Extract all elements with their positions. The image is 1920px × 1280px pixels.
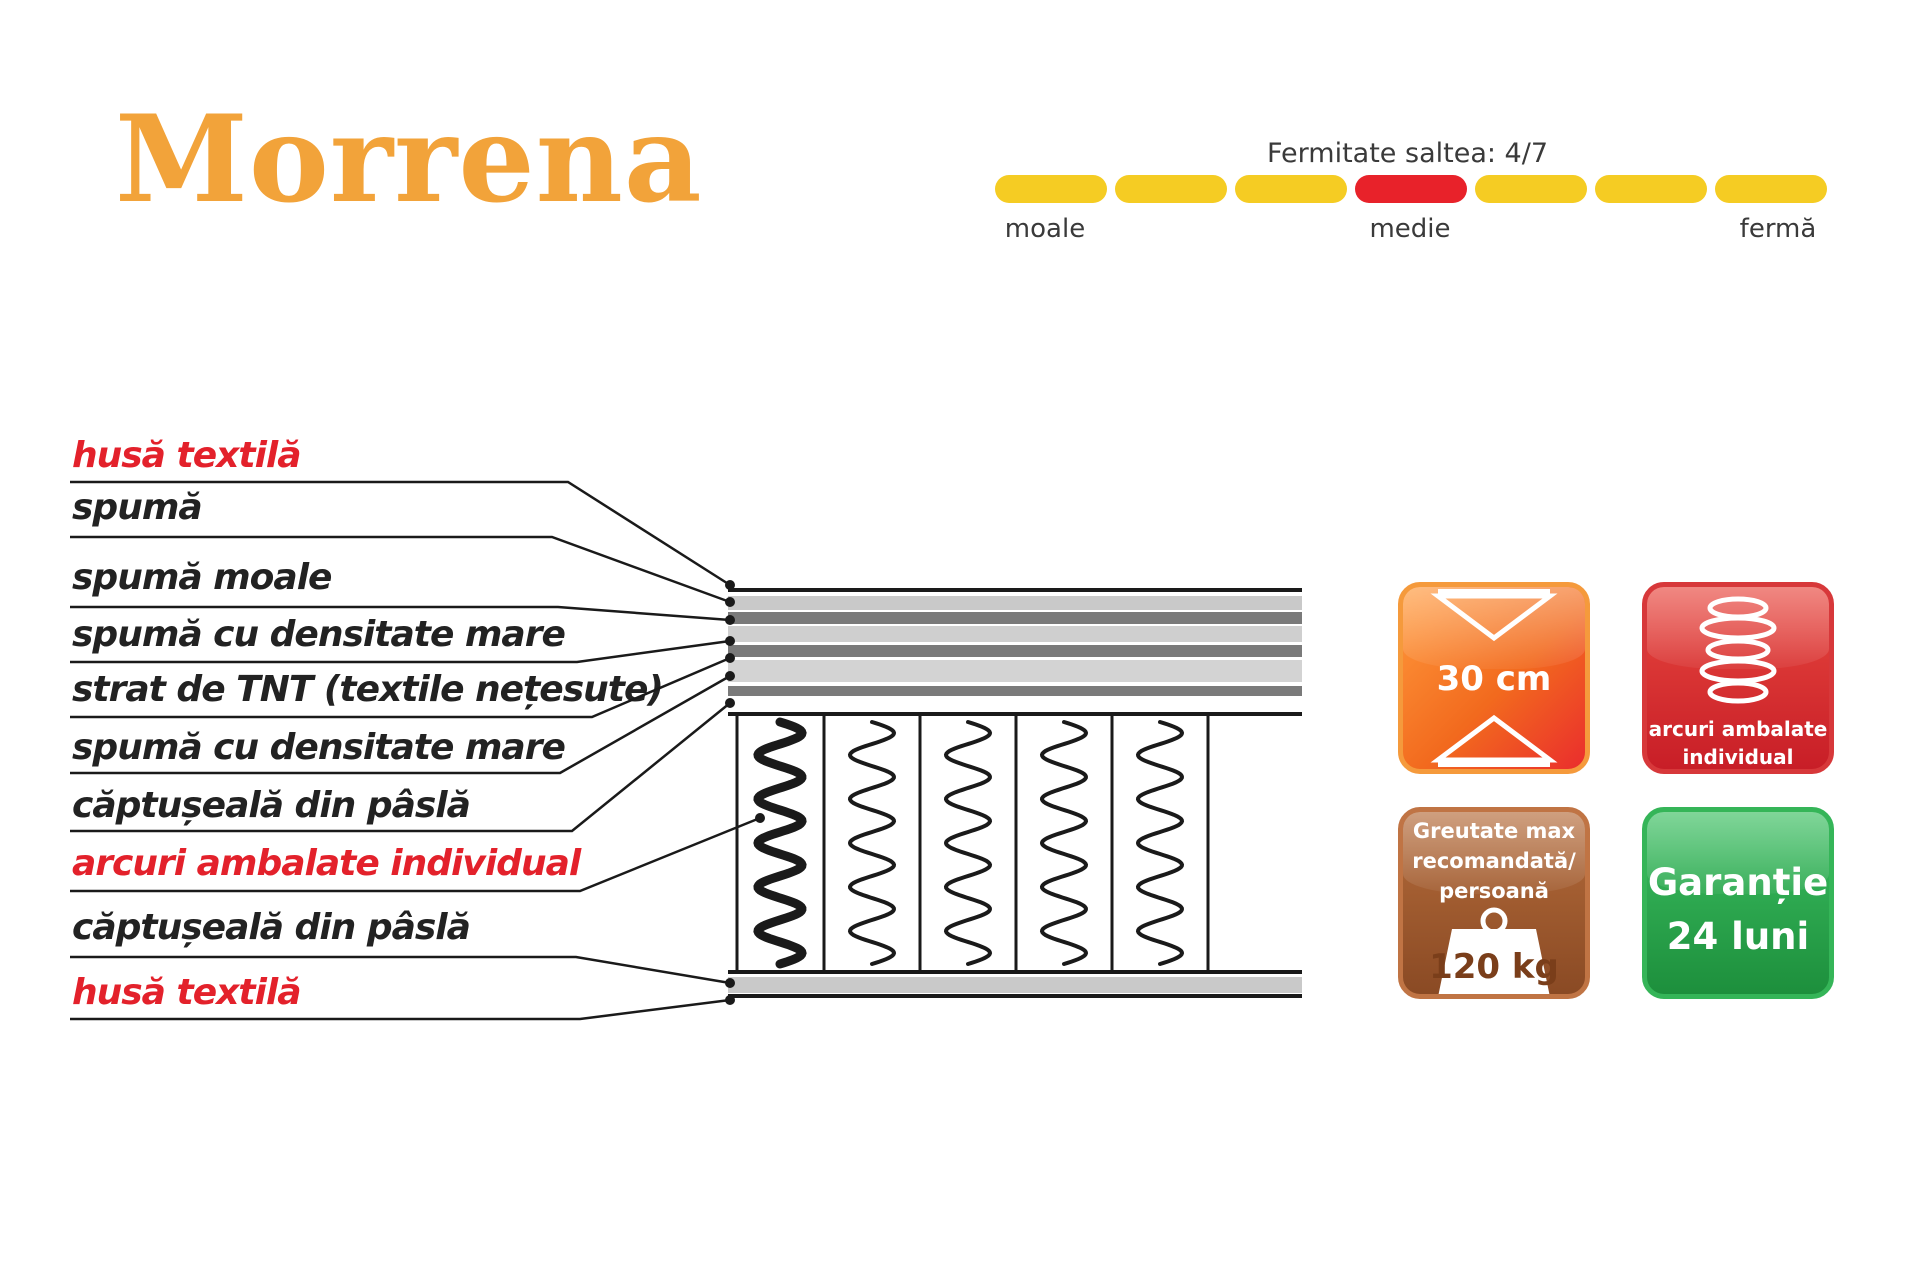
pocket-spring (753, 717, 807, 969)
pocket-spring (1135, 720, 1185, 966)
bottom-layers (728, 970, 1302, 998)
warranty-line2: 24 luni (1666, 915, 1810, 958)
weight-line2: recomandată/ (1412, 849, 1576, 873)
springs-line1: arcuri ambalate (1648, 717, 1828, 741)
firmness-segment (1595, 175, 1707, 203)
firmness-left-word: moale (1004, 214, 1086, 244)
firmness-segment (1475, 175, 1587, 203)
layer-label: căptușeală din pâslă (72, 785, 471, 826)
springs-badge: arcuri ambalate individual (1642, 582, 1834, 774)
spring-coil-icon (1699, 596, 1777, 704)
firmness-scale (995, 175, 1827, 203)
leader-dot (725, 671, 735, 681)
height-value: 30 cm (1436, 659, 1552, 699)
warranty-line1: Garanție (1647, 861, 1829, 904)
leader-dot (725, 698, 735, 708)
leader-dot (725, 995, 735, 1005)
layer-label: spumă cu densitate mare (72, 727, 566, 768)
weight-value: 120 kg (1429, 947, 1559, 987)
leader-dot (725, 636, 735, 646)
firmness-segment (1715, 175, 1827, 203)
firmness-segment (1355, 175, 1467, 203)
weight-line3: persoană (1439, 879, 1549, 903)
springs-line2: individual (1682, 745, 1794, 769)
firmness-right-word: fermă (1739, 214, 1817, 244)
top-layers (728, 588, 1302, 716)
leader-dot (725, 597, 735, 607)
leader-dot (725, 653, 735, 663)
warranty-badge: Garanție 24 luni (1642, 807, 1834, 999)
firmness-segment (995, 175, 1107, 203)
height-badge: 30 cm (1398, 582, 1590, 774)
leader-dot (725, 615, 735, 625)
layer-label: husă textilă (72, 972, 302, 1013)
layer-label: spumă (72, 487, 203, 528)
firmness-middle-word: medie (1369, 214, 1451, 244)
leader-dot (755, 813, 765, 823)
layer-label: strat de TNT (textile nețesute) (72, 669, 664, 710)
weight-line1: Greutate max (1412, 819, 1576, 843)
weight-badge: Greutate max recomandată/ persoană 120 k… (1398, 807, 1590, 999)
pocket-spring (943, 720, 993, 966)
leader-dot (725, 978, 735, 988)
weight-icon (1438, 907, 1550, 994)
pocket-spring (1039, 720, 1089, 966)
firmness-segment (1235, 175, 1347, 203)
layer-label: arcuri ambalate individual (72, 843, 581, 884)
spring-compartments (735, 716, 1210, 970)
layer-label: husă textilă (72, 435, 302, 476)
pocket-spring (847, 720, 897, 966)
leader-dot (725, 580, 735, 590)
layer-label: căptușeală din pâslă (72, 907, 471, 948)
firmness-segment (1115, 175, 1227, 203)
layer-label: spumă moale (72, 557, 332, 598)
firmness-label: Fermitate saltea: 4/7 (1267, 138, 1548, 169)
layer-label: spumă cu densitate mare (72, 614, 566, 655)
height-arrows-icon (1430, 589, 1558, 767)
product-title: Morrena (115, 89, 703, 230)
